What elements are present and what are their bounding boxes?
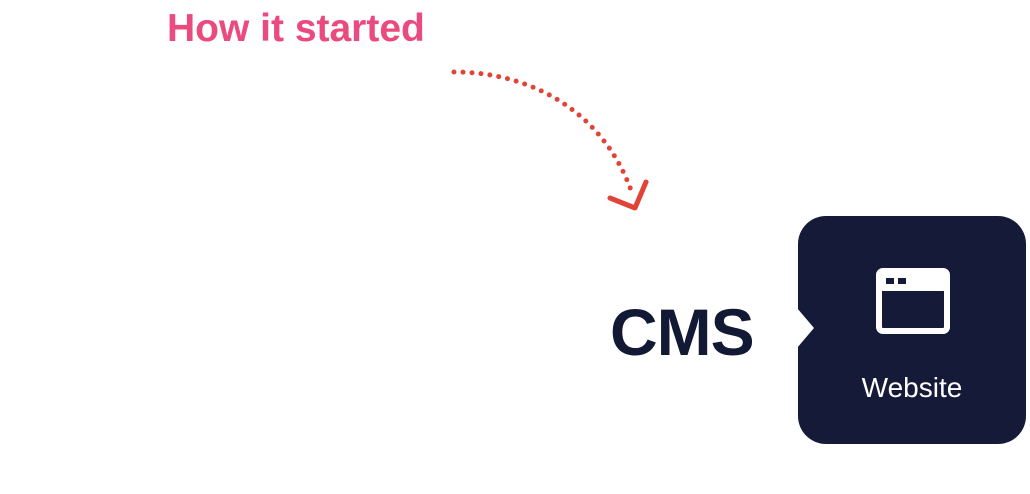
cms-label: CMS [610, 295, 755, 369]
website-label: Website [861, 372, 963, 403]
website-card: Website [798, 216, 1026, 444]
headline: How it started [167, 7, 425, 50]
browser-window-icon [876, 268, 950, 334]
dotted-curved-arrow-icon [451, 69, 649, 211]
card-pointer-notch [797, 308, 814, 348]
